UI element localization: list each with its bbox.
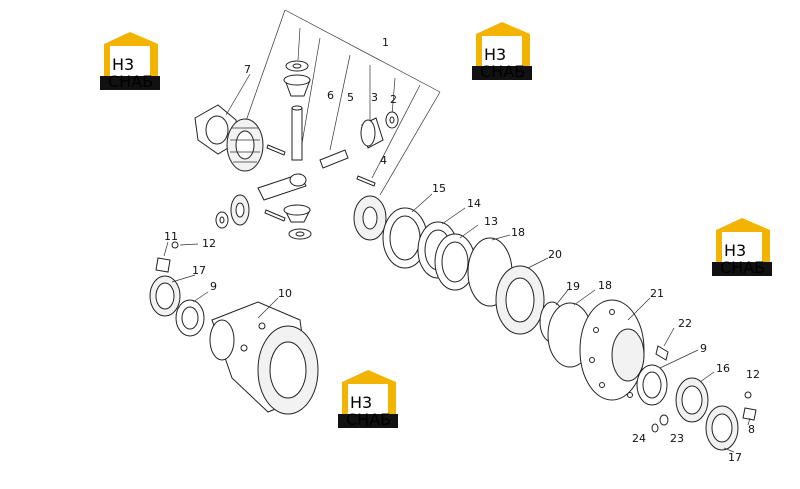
pin-small (266, 144, 286, 156)
callout-3: 3 (371, 91, 378, 104)
callout-18-left: 18 (511, 226, 525, 239)
bevel-pinion-bottom (283, 204, 312, 240)
callout-22: 22 (678, 317, 692, 330)
bevel-gear-large-right (353, 195, 387, 241)
logo-top-center: H3 СНАБ (472, 22, 532, 81)
callout-18-right: 18 (598, 279, 612, 292)
callout-leaders (163, 73, 751, 453)
differential-housing-10 (209, 301, 319, 415)
bevel-pinion-top (283, 60, 311, 97)
callout-labels: 1 2 3 4 5 6 7 8 9 9 10 11 12 12 13 14 15… (164, 36, 760, 464)
logo-h3-text: H3 (112, 55, 134, 74)
logo-top-left: H3 СНАБ (100, 32, 160, 91)
callout-8: 8 (748, 423, 755, 436)
washer-24 (651, 423, 659, 433)
callout-20: 20 (548, 248, 562, 261)
bevel-pinion-3 (360, 117, 384, 149)
callout-16: 16 (716, 362, 730, 375)
callout-13: 13 (484, 215, 498, 228)
callout-1: 1 (382, 36, 389, 49)
callout-10: 10 (278, 287, 292, 300)
bolt-12-right (744, 391, 752, 399)
callout-11: 11 (164, 230, 178, 243)
lock-plate-8 (742, 407, 757, 421)
logo-right: H3 СНАБ (712, 218, 772, 277)
washer-2 (385, 111, 399, 129)
logo-h3-text: H3 (724, 241, 746, 260)
callout-7: 7 (244, 63, 251, 76)
bearing-17-right (705, 405, 739, 451)
logo-label: СНАБ (720, 258, 765, 277)
callout-2: 2 (390, 93, 397, 106)
callout-9-right: 9 (700, 342, 707, 355)
callout-24: 24 (632, 432, 646, 445)
callout-23: 23 (670, 432, 684, 445)
seal-9-right (636, 364, 668, 406)
seal-9-left (175, 299, 205, 337)
callout-21: 21 (650, 287, 664, 300)
bearing-16 (675, 377, 709, 423)
pin-4 (356, 175, 376, 187)
callout-17-left: 17 (192, 264, 206, 277)
washer-left-mid (215, 211, 229, 229)
callout-17-right: 17 (728, 451, 742, 464)
washer-23 (659, 414, 669, 426)
bearing-17-left (149, 275, 181, 317)
cross-shaft-6 (291, 105, 303, 161)
shaft-5 (319, 149, 349, 169)
disc-13 (434, 233, 476, 291)
callout-19: 19 (566, 280, 580, 293)
logo-h3-text: H3 (484, 45, 506, 64)
shaft-center (257, 173, 307, 201)
bevel-gear-large-left (226, 118, 264, 172)
cover-21 (579, 299, 645, 401)
logo-h3-text: H3 (350, 393, 372, 412)
logo-label: СНАБ (480, 62, 525, 81)
pin-mid (264, 209, 286, 222)
callout-14: 14 (467, 197, 481, 210)
callout-12-right: 12 (746, 368, 760, 381)
piston-20 (495, 265, 545, 335)
callout-5: 5 (347, 91, 354, 104)
callout-4: 4 (380, 154, 387, 167)
group-bracket-1 (239, 9, 441, 196)
logo-label: СНАБ (108, 72, 153, 91)
pin-22 (655, 345, 669, 361)
callout-6: 6 (327, 89, 334, 102)
callout-12-left: 12 (202, 237, 216, 250)
callout-15: 15 (432, 182, 446, 195)
logo-label: СНАБ (346, 410, 391, 429)
lock-plate-11 (155, 257, 171, 273)
bevel-gear-left-mid (230, 194, 250, 226)
logo-bottom-center: H3 СНАБ (338, 370, 398, 429)
bolt-12-left (171, 241, 179, 249)
callout-9-left: 9 (210, 280, 217, 293)
